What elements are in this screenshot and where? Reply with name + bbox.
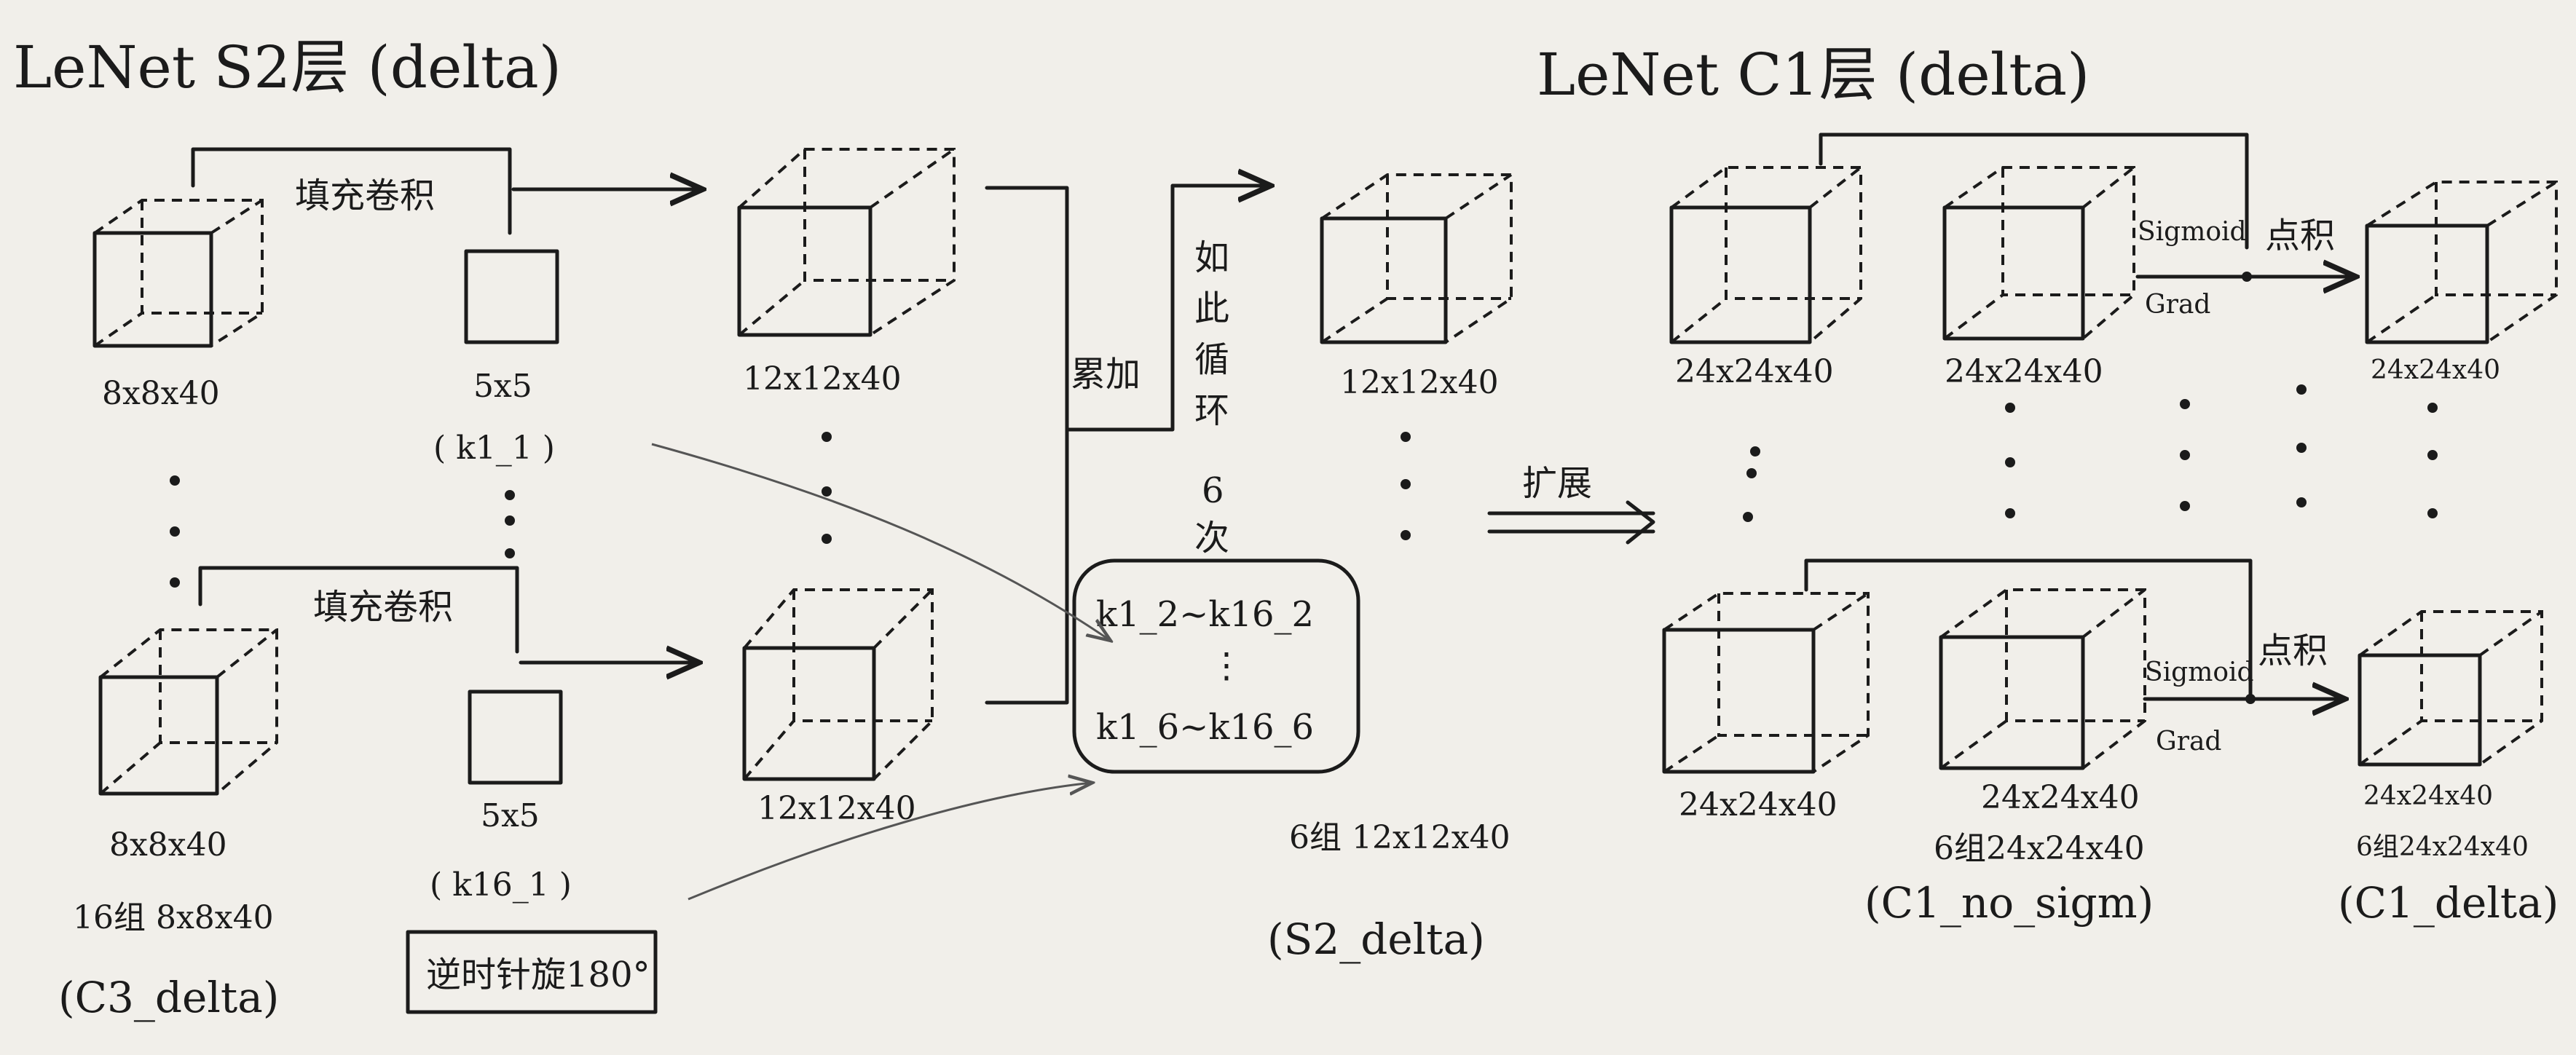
dot-product-node-top	[2242, 272, 2252, 282]
accumulate-arrow	[1065, 186, 1271, 432]
c1-dim-c-top: 24x24x40	[2371, 355, 2500, 385]
c1-no-sigm-name: (C1_no_sigm)	[1864, 878, 2154, 928]
vertical-dots-left	[170, 432, 832, 588]
s2-group: 6组 12x12x40	[1289, 819, 1510, 856]
sigmoid-label-bottom: Sigmoid	[2145, 657, 2254, 687]
loop-note: 如 此 循 环 6 次	[1194, 237, 1229, 558]
vertical-dots-s2	[1401, 432, 1411, 540]
kernel-group-2: k1_6~k16_6	[1096, 707, 1314, 748]
c3-delta-name: (C3_delta)	[58, 973, 279, 1022]
c3-delta-cube-top	[92, 199, 264, 348]
c1-output-cube-top	[1942, 166, 2135, 341]
c1-dim-a-top: 24x24x40	[1675, 353, 1834, 390]
c1-group-b: 6组24x24x40	[1934, 830, 2145, 867]
s2-delta-name: (S2_delta)	[1267, 914, 1485, 964]
vertical-dots-right	[1743, 384, 2438, 522]
kernel-dim-bottom: 5x5	[481, 797, 540, 834]
rotate-note-box	[406, 930, 658, 1014]
c3-dim-bottom: 8x8x40	[109, 826, 227, 864]
svg-text:如: 如	[1194, 237, 1229, 278]
kernel-group-box	[1072, 558, 1360, 774]
s2-dim: 12x12x40	[1340, 364, 1499, 401]
c1-expanded-cube-top	[1669, 166, 1862, 344]
kernel-box-top	[464, 249, 559, 344]
svg-text:环: 环	[1194, 390, 1229, 431]
conv-bracket-top	[191, 147, 512, 235]
c1-group-c: 6组24x24x40	[2356, 832, 2529, 862]
c1-dim-b-bottom: 24x24x40	[1981, 779, 2140, 816]
accumulate-bracket	[985, 186, 1069, 705]
conv-out-cube-top	[737, 148, 956, 337]
c3-dim-top: 8x8x40	[102, 375, 220, 412]
c3-delta-cube-bottom	[98, 628, 278, 796]
c1-delta-cube-bottom	[2358, 610, 2543, 767]
sigmoid-label-top: Sigmoid	[2138, 217, 2247, 247]
kernel-link-arrow-top	[651, 443, 1111, 641]
c1-layer-title: LeNet C1层 (delta)	[1537, 41, 2089, 108]
c1-dim-b-top: 24x24x40	[1945, 353, 2103, 390]
dot-product-node-bottom	[2245, 694, 2256, 704]
svg-text:次: 次	[1194, 518, 1229, 558]
expand-label: 扩展	[1522, 463, 1592, 504]
s2-delta-cube	[1320, 173, 1513, 344]
c1-delta-cube-top	[2365, 181, 2558, 344]
grad-label-bottom: Grad	[2156, 727, 2221, 756]
kernel-box-bottom	[468, 689, 563, 785]
dot-bracket-top	[1819, 133, 2249, 250]
svg-text:此: 此	[1194, 288, 1229, 329]
conv-out-cube-bottom	[742, 588, 934, 781]
kernel-link-arrow-bottom	[688, 783, 1092, 901]
conv-label-top: 填充卷积	[295, 175, 435, 216]
svg-text:循: 循	[1194, 339, 1229, 380]
dot-bracket-bottom	[1804, 558, 2253, 701]
c1-expanded-cube-bottom	[1662, 592, 1870, 774]
out-dim-top: 12x12x40	[743, 360, 902, 398]
grad-label-top: Grad	[2145, 290, 2210, 320]
c1-output-cube-bottom	[1939, 588, 2146, 770]
c3-group-label: 16组 8x8x40	[73, 899, 274, 936]
c1-dim-c-bottom: 24x24x40	[2363, 781, 2493, 811]
conv-bracket-bottom	[198, 566, 519, 654]
kernel-group-dots: ⋮	[1209, 645, 1244, 686]
kernel-dim-top: 5x5	[473, 368, 532, 405]
accumulate-label: 累加	[1071, 354, 1141, 395]
dot-label-top: 点积	[2265, 216, 2335, 256]
expand-arrowhead	[1626, 500, 1655, 545]
kernel-name-bottom: ( k16_1 )	[430, 866, 572, 904]
out-dim-bottom: 12x12x40	[757, 790, 916, 827]
rotate-note: 逆时针旋180°	[426, 955, 650, 995]
s2-layer-title: LeNet S2层 (delta)	[13, 33, 562, 101]
kernel-group-1: k1_2~k16_2	[1096, 594, 1314, 635]
kernel-name-top: ( k1_1 )	[433, 430, 555, 467]
svg-text:6: 6	[1202, 470, 1224, 511]
dot-label-bottom: 点积	[2258, 631, 2328, 671]
c1-dim-a-bottom: 24x24x40	[1679, 786, 1838, 823]
conv-label-bottom: 填充卷积	[313, 587, 453, 628]
c1-delta-name: (C1_delta)	[2338, 878, 2559, 928]
